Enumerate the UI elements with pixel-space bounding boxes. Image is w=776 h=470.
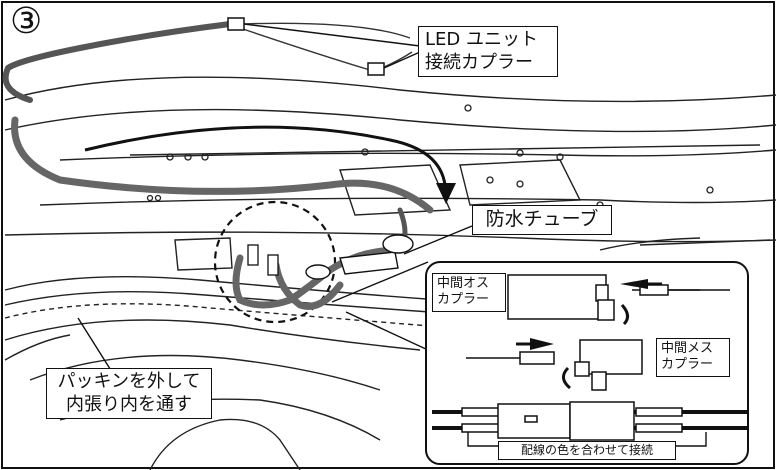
led-coupler-connector-b: [367, 62, 385, 76]
led-coupler-leader-a: [383, 51, 421, 69]
male-rotate-arrow: [620, 303, 629, 326]
inset-leader-b: [345, 311, 429, 351]
trunk-opening-lower: [4, 237, 771, 470]
inset-leader-a: [331, 261, 429, 303]
waterproof-tube-leader: [403, 225, 473, 255]
female-insert-arrow: [530, 338, 554, 350]
middle-female-coupler-label: 中間メス カプラー: [656, 338, 730, 377]
waterproof-tube: [305, 234, 414, 280]
led-coupler-label-line1: LED ユニット: [425, 29, 538, 50]
male-coupler-drawing: [507, 274, 730, 321]
led-coupler-label-line2: 接続カプラー: [425, 51, 533, 73]
middle-male-coupler-label: 中間オス カプラー: [432, 273, 506, 312]
female-coupler-drawing: [466, 339, 643, 391]
female-rotate-arrow: [562, 366, 572, 390]
packing-label: パッキンを外して 内張り内を通す: [46, 368, 212, 419]
led-unit-cable: [2, 21, 434, 214]
trunk-panel-upper: [4, 76, 776, 243]
led-coupler-leader-b: [243, 23, 421, 47]
middle-female-label-line2: カプラー: [661, 357, 714, 373]
step-number: ③: [10, 1, 43, 42]
led-coupler-label: LED ユニット 接続カプラー: [418, 26, 558, 77]
wire-color-note: 配線の色を合わせて接続: [498, 441, 676, 460]
packing-label-line2: 内張り内を通す: [66, 393, 192, 415]
middle-male-label-line2: カプラー: [437, 292, 490, 308]
packing-leader: [77, 317, 113, 373]
male-insert-arrow: [620, 279, 648, 289]
middle-male-label-line1: 中間オス: [437, 276, 490, 291]
intermediate-coupler-b: [267, 254, 279, 276]
led-coupler-connector-a: [227, 17, 245, 31]
intermediate-coupler-a: [247, 244, 259, 266]
connection-area-highlight: [213, 200, 337, 324]
packing-label-line1: パッキンを外して: [57, 371, 201, 392]
waterproof-tube-label: 防水チューブ: [472, 205, 612, 235]
routing-arrow-head: [436, 183, 456, 204]
panel-holes: [146, 104, 714, 209]
connected-coupler-pair: [432, 401, 748, 441]
routing-arrow: [84, 125, 447, 186]
middle-female-label-line1: 中間メス: [661, 341, 714, 356]
